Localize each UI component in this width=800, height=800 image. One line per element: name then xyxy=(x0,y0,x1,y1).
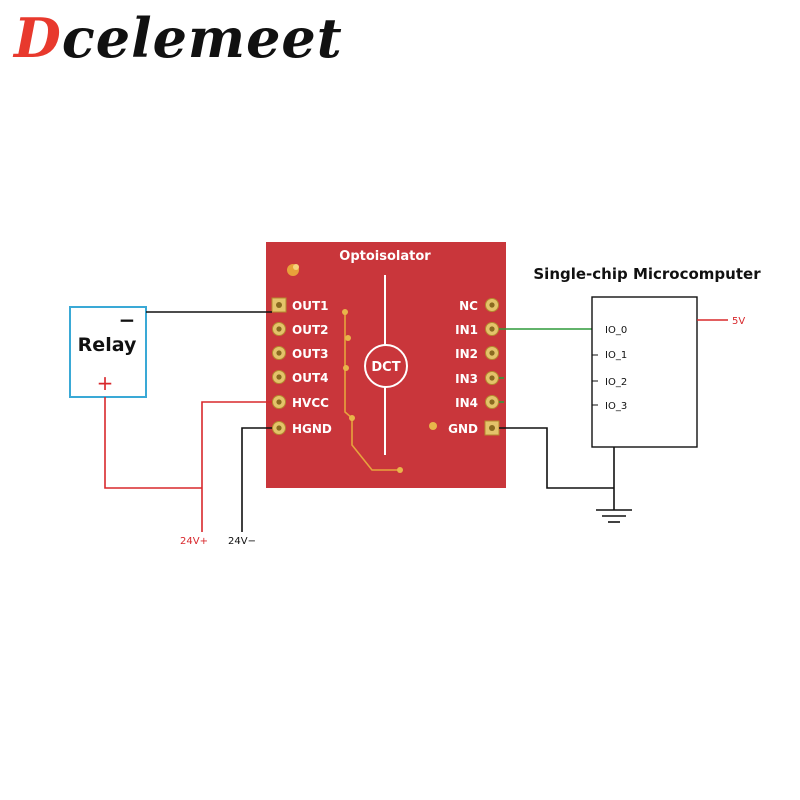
chip-marking xyxy=(364,344,408,388)
mcu-title: Single-chip Microcomputer xyxy=(533,265,761,283)
mcu-box xyxy=(591,296,698,448)
relay-label: Relay xyxy=(78,334,137,356)
relay-plus-terminal: + xyxy=(97,371,114,395)
pin-label-in2: IN2 xyxy=(455,347,478,361)
mcu-pin-io0: IO_0 xyxy=(605,325,627,336)
mcu-pin-io3: IO_3 xyxy=(605,401,627,412)
pin-label-out3: OUT3 xyxy=(292,347,328,361)
pin-label-hgnd: HGND xyxy=(292,422,332,436)
brand-logo-rest: celemeet xyxy=(61,6,343,70)
wire-hvcc-24v xyxy=(201,401,272,532)
mcu-pin-io1: IO_1 xyxy=(605,350,627,361)
pin-label-in4: IN4 xyxy=(455,396,478,410)
pin-label-out2: OUT2 xyxy=(292,323,328,337)
right-pin-header: NC IN1 IN2 IN3 IN4 GND xyxy=(448,298,500,436)
mcu-pin-io2: IO_2 xyxy=(605,377,627,388)
pin-label-gnd: GND xyxy=(448,422,478,436)
label-5v: 5V xyxy=(732,316,745,327)
pin-label-in1: IN1 xyxy=(455,323,478,337)
wire-relay-plus xyxy=(104,397,202,489)
pin-label-hvcc: HVCC xyxy=(292,396,329,410)
relay-minus-terminal: − xyxy=(119,308,136,332)
brand-logo: Dcelemeet xyxy=(14,2,343,74)
pin-label-out4: OUT4 xyxy=(292,371,328,385)
brand-logo-initial: D xyxy=(14,6,62,70)
relay-box xyxy=(69,306,147,398)
chip-label: DCT xyxy=(371,360,400,375)
pin-label-out1: OUT1 xyxy=(292,299,328,313)
wire-hgnd-24v xyxy=(241,427,272,532)
pin-label-in3: IN3 xyxy=(455,372,478,386)
left-pin-header: OUT1 OUT2 OUT3 OUT4 HVCC HGND xyxy=(271,297,332,436)
label-24v-positive: 24V+ xyxy=(180,536,208,547)
board-title: Optoisolator xyxy=(339,249,431,264)
label-24v-negative: 24V− xyxy=(228,536,256,547)
pin-label-nc: NC xyxy=(459,299,478,313)
wire-gnd-ground xyxy=(499,427,614,489)
board-trace xyxy=(344,312,400,471)
ground-symbol-icon xyxy=(596,509,632,523)
